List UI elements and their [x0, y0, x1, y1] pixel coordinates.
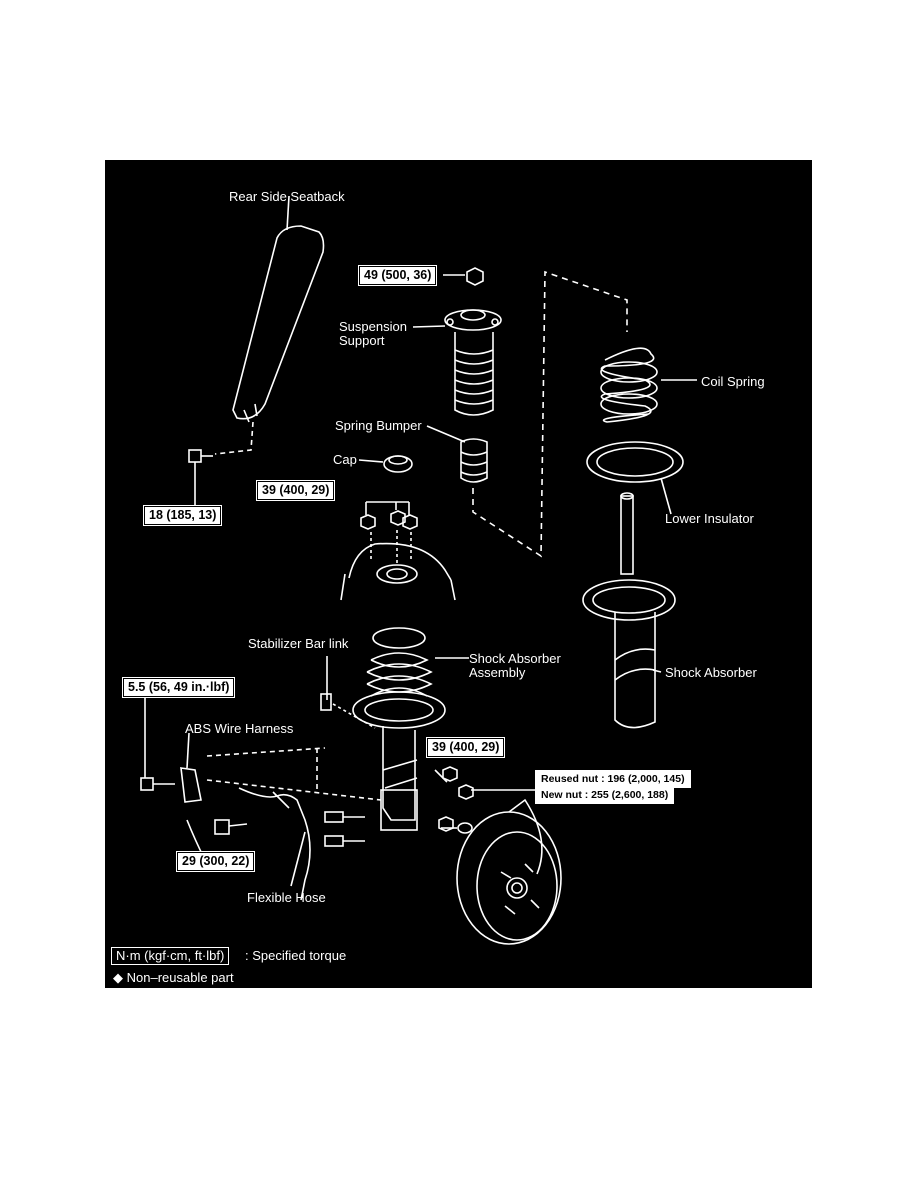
- torque-hose-bolt: 29 (300, 22): [175, 851, 256, 872]
- legend-unit: N·m (kgf·cm, ft·lbf): [111, 947, 230, 965]
- torque-new-nut: New nut : 255 (2,600, 188): [534, 786, 675, 804]
- torque-stabilizer-nut: 5.5 (56, 49 in.·lbf): [121, 677, 236, 698]
- torque-seatback-bolt: 18 (185, 13): [142, 505, 223, 526]
- legend-unit-desc: : Specified torque: [245, 948, 347, 963]
- label-shock-absorber: Shock Absorber: [665, 665, 757, 680]
- suspension-exploded-diagram: Rear Side Seatback 49 (500, 36) Suspensi…: [105, 160, 812, 988]
- label-abs-wire-harness: ABS Wire Harness: [185, 721, 294, 736]
- label-flexible-hose: Flexible Hose: [247, 890, 326, 905]
- label-stabilizer-bar-link: Stabilizer Bar link: [248, 636, 349, 651]
- torque-upper-nut: 49 (500, 36): [357, 265, 438, 286]
- label-rear-side-seatback: Rear Side Seatback: [229, 189, 345, 204]
- torque-stabilizer-link-nut: 39 (400, 29): [425, 737, 506, 758]
- label-suspension-support-1: Suspension: [339, 319, 407, 334]
- diagram-artwork: [140, 195, 697, 945]
- legend-non-reusable: ◆ Non–reusable part: [113, 970, 234, 985]
- label-shock-absorber-assembly-1: Shock Absorber: [469, 651, 561, 666]
- torque-support-nuts: 39 (400, 29): [255, 480, 336, 501]
- label-coil-spring: Coil Spring: [701, 374, 765, 389]
- label-cap: Cap: [333, 452, 357, 467]
- label-shock-absorber-assembly-2: Assembly: [469, 665, 526, 680]
- label-spring-bumper: Spring Bumper: [335, 418, 422, 433]
- label-lower-insulator: Lower Insulator: [665, 511, 754, 526]
- label-suspension-support-2: Support: [339, 333, 385, 348]
- torque-reused-nut: Reused nut : 196 (2,000, 145): [535, 770, 691, 788]
